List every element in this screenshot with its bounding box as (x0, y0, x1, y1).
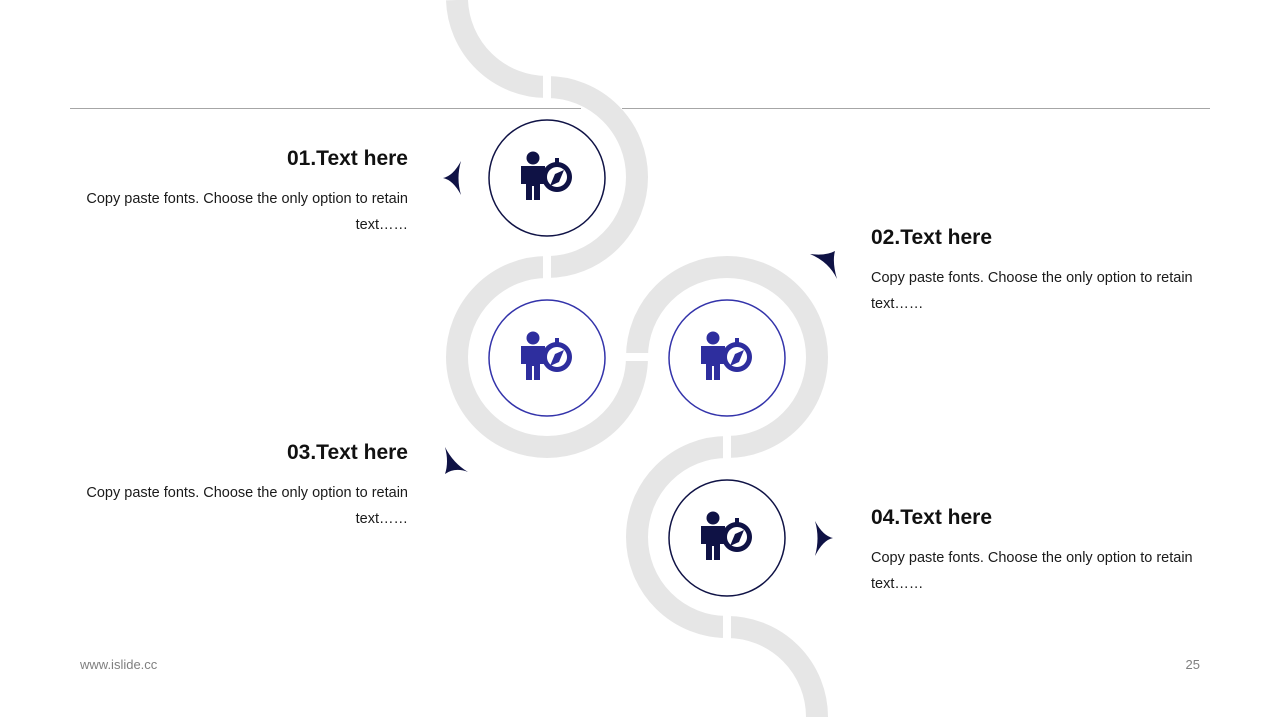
item-title: 04.Text here (871, 506, 993, 529)
divider-left (70, 108, 581, 109)
item-body: Copy paste fonts. Choose the only option… (871, 550, 1193, 592)
item-02: 02.Text here Copy paste fonts. Choose th… (871, 225, 1201, 317)
item-title: 02.Text here (871, 226, 993, 249)
item-body: Copy paste fonts. Choose the only option… (86, 485, 408, 527)
footer-website: www.islide.cc (80, 657, 158, 672)
pointer-04-icon (815, 521, 833, 556)
decorative-track (446, 0, 828, 718)
item-title: 03.Text here (286, 441, 408, 464)
node-03 (488, 299, 606, 417)
node-02 (668, 299, 786, 417)
item-title: 01.Text here (286, 147, 408, 170)
pointer-01-icon (443, 161, 461, 195)
pointer-03-icon (445, 447, 468, 474)
item-01: 01.Text here Copy paste fonts. Choose th… (78, 146, 408, 238)
node-04 (668, 479, 786, 597)
item-04: 04.Text here Copy paste fonts. Choose th… (871, 505, 1201, 597)
track-gaps (543, 72, 731, 642)
pointer-02-icon (810, 251, 837, 279)
divider-right (622, 108, 1210, 109)
item-body: Copy paste fonts. Choose the only option… (871, 270, 1193, 312)
node-01 (488, 119, 606, 237)
item-03: 03.Text here Copy paste fonts. Choose th… (78, 440, 408, 532)
item-body: Copy paste fonts. Choose the only option… (86, 191, 408, 233)
page-number: 25 (1185, 657, 1200, 672)
